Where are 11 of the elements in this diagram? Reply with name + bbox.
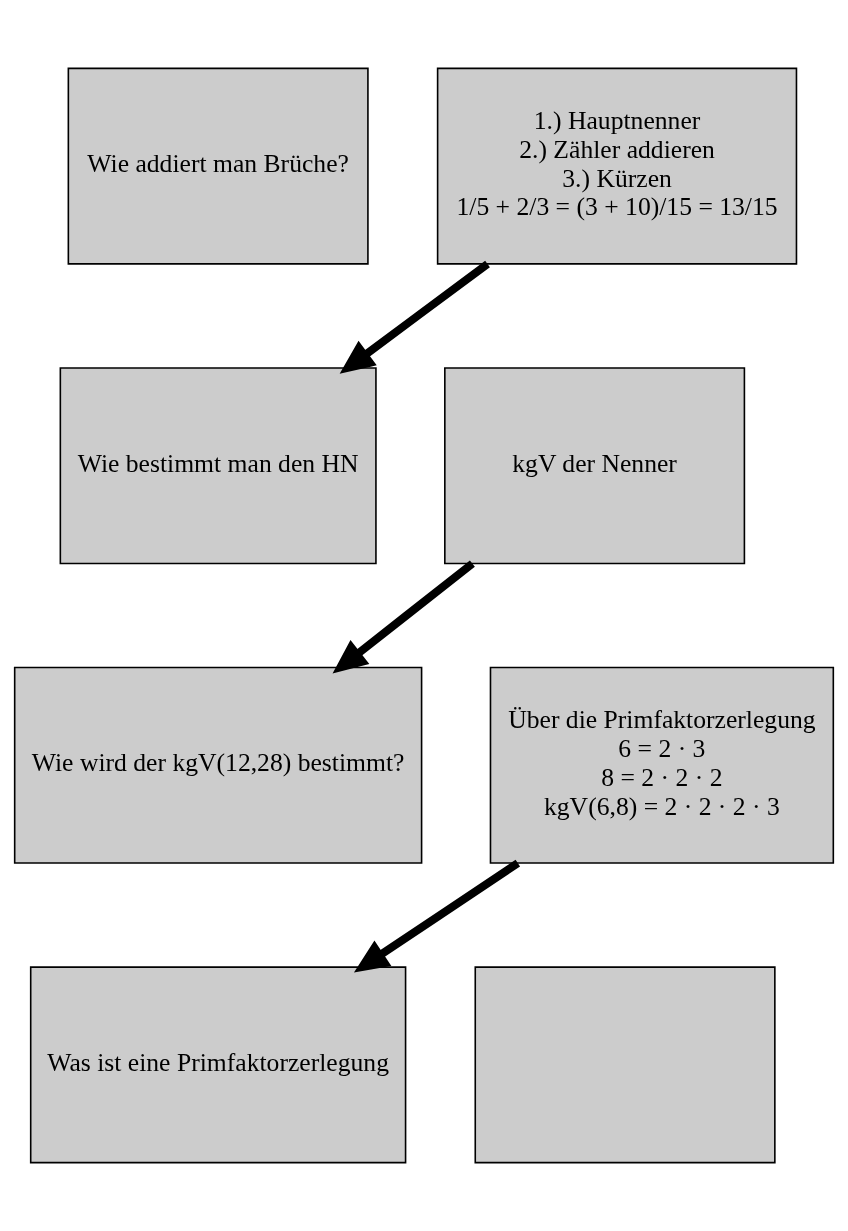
node-box <box>474 966 776 1164</box>
node-box: Über die Primfaktorzerlegung 6 = 2 · 3 8 = 2 · 2 · 2 kgV(6,8) = 2 · 2 · 2 · 3 <box>489 666 835 864</box>
arrow <box>332 560 475 674</box>
node-box: Wie wird der kgV(12,28) bestimmt? <box>13 666 423 864</box>
arrow <box>339 260 490 374</box>
node-box: Wie bestimmt man den HN <box>59 367 377 565</box>
node-box: Was ist eine Primfaktorzerlegung <box>29 966 407 1164</box>
node-box: Wie addiert man Brüche? <box>67 67 369 265</box>
node-box: kgV der Nenner <box>444 367 746 565</box>
node-box: 1.) Hauptnenner 2.) Zähler addieren 3.) Kürzen 1/5 + 2/3 = (3 + 10)/15 = 13/15 <box>436 67 798 265</box>
arrow <box>353 859 521 973</box>
